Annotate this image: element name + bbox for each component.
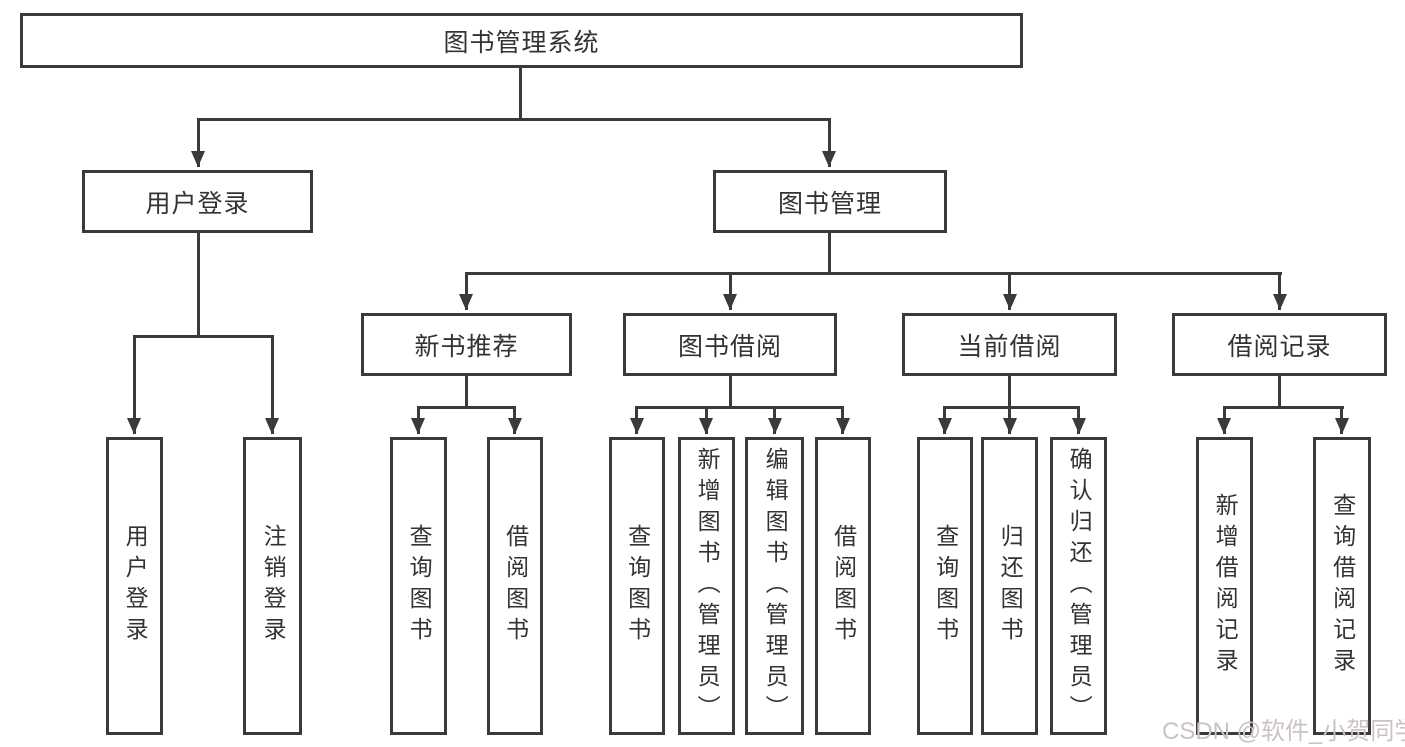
leaf-add-borrow-record: 新增借阅记录 — [1196, 437, 1253, 735]
connector-arrow-logout — [271, 335, 274, 434]
arrowhead-icon — [191, 151, 205, 167]
leaf-borrow-books-2: 借阅图书 — [815, 437, 871, 735]
arrowhead-icon — [459, 294, 473, 310]
leaf-query-books-1: 查询图书 — [390, 437, 447, 735]
arrowhead-icon — [1003, 294, 1017, 310]
connector-user-login-bar — [133, 335, 274, 338]
arrowhead-icon — [836, 418, 850, 434]
arrowhead-icon — [1003, 418, 1017, 434]
leaf-return-books: 归还图书 — [981, 437, 1038, 735]
connector-group-bar — [1223, 406, 1344, 409]
connector-arrow-book-borrow — [729, 272, 732, 310]
connector-group-bar — [417, 406, 516, 409]
connector-root-stem — [519, 68, 522, 118]
connector-group-stem — [1278, 376, 1281, 406]
connector-arrow-user-login — [197, 118, 200, 167]
connector-group-bar — [944, 406, 1080, 409]
arrowhead-icon — [938, 418, 952, 434]
watermark-text: CSDN @软件_小贺同学 — [1162, 718, 1405, 745]
node-library-management-system: 图书管理系统 — [20, 13, 1023, 68]
leaf-borrow-books-1: 借阅图书 — [487, 437, 543, 735]
connector-arrow-login — [133, 335, 136, 434]
arrowhead-icon — [1273, 294, 1287, 310]
arrowhead-icon — [723, 294, 737, 310]
connector-level3-bar — [465, 272, 1282, 275]
connector-group-stem — [729, 376, 732, 406]
leaf-confirm-return-admin: 确认归还（管理员） — [1050, 437, 1107, 735]
node-borrowing-records: 借阅记录 — [1172, 313, 1387, 376]
connector-book-management-stem — [828, 233, 831, 272]
leaf-logout: 注销登录 — [243, 437, 302, 735]
arrowhead-icon — [768, 418, 782, 434]
connector-root-bar — [197, 118, 831, 121]
node-user-login: 用户登录 — [82, 170, 313, 233]
arrowhead-icon — [822, 151, 836, 167]
arrowhead-icon — [1072, 418, 1086, 434]
arrowhead-icon — [630, 418, 644, 434]
node-current-borrowing: 当前借阅 — [902, 313, 1117, 376]
arrowhead-icon — [508, 418, 522, 434]
connector-arrow-new-book — [465, 272, 468, 310]
leaf-query-books-3: 查询图书 — [917, 437, 973, 735]
connector-arrow-borrow-records — [1278, 272, 1281, 310]
node-book-borrowing: 图书借阅 — [623, 313, 837, 376]
leaf-query-books-2: 查询图书 — [609, 437, 665, 735]
arrowhead-icon — [411, 418, 425, 434]
leaf-edit-books-admin: 编辑图书（管理员） — [745, 437, 804, 735]
connector-arrow-book-management — [828, 118, 831, 167]
arrowhead-icon — [699, 418, 713, 434]
connector-arrow-current-borrow — [1008, 272, 1011, 310]
connector-group-stem — [465, 376, 468, 406]
connector-group-stem — [1008, 376, 1011, 406]
leaf-add-books-admin: 新增图书（管理员） — [678, 437, 735, 735]
arrowhead-icon — [127, 418, 141, 434]
arrowhead-icon — [1335, 418, 1349, 434]
node-new-book-recommend: 新书推荐 — [361, 313, 572, 376]
connector-user-login-stem — [197, 233, 200, 335]
arrowhead-icon — [1217, 418, 1231, 434]
arrowhead-icon — [265, 418, 279, 434]
leaf-query-borrow-record: 查询借阅记录 — [1313, 437, 1371, 735]
node-book-management: 图书管理 — [713, 170, 947, 233]
connector-group-bar — [636, 406, 844, 409]
leaf-user-login: 用户登录 — [106, 437, 163, 735]
